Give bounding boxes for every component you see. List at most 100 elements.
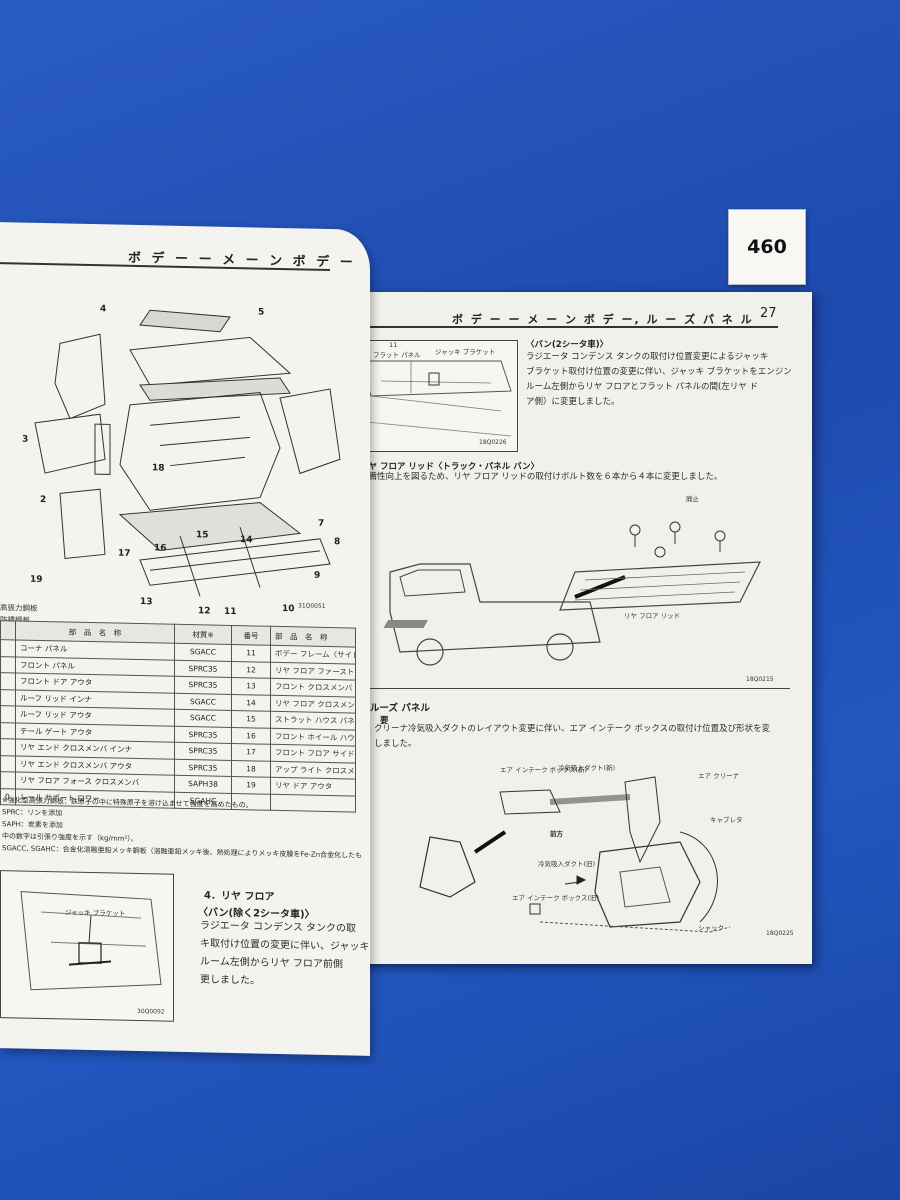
callout-8: 8 [334, 537, 341, 548]
callout-15: 15 [196, 530, 209, 541]
rear-floor-lid-body: 整備性向上を図るため、リヤ フロア リッドの取付けボルト数を６本から４本に変更し… [360, 472, 723, 482]
table-header: 部 品 名 称 [270, 626, 356, 648]
fig3-label-intake-new: エア インテーク ボックス(新) [500, 766, 588, 774]
callout-2: 2 [40, 494, 47, 506]
jack-bracket-drawing [355, 360, 512, 437]
fig2-code: 18Q0215 [746, 676, 774, 683]
callout-5: 5 [258, 307, 265, 318]
table-cell: 14 [231, 693, 271, 712]
callout-19: 19 [30, 574, 43, 586]
table-cell: SPRC35 [174, 758, 232, 777]
callout-18: 18 [152, 463, 165, 474]
callout-17: 17 [118, 548, 131, 559]
fig3-label-duct-old: 冷気吸入ダクト(旧) [538, 860, 596, 868]
fig3-label-air-cleaner: エア クリーナ [698, 772, 740, 780]
table-cell [0, 672, 16, 690]
table-cell: 19 [231, 776, 271, 794]
fig1-code: 18Q0226 [479, 439, 507, 446]
table-cell [0, 722, 16, 739]
table-cell: リヤ フロア クロスメンバ [270, 694, 356, 714]
rear-floor-drawing [20, 891, 162, 991]
callout-10: 10 [282, 604, 295, 615]
table-cell: 11 [231, 644, 271, 662]
table-cell: フロント フロア サイド メンバ [270, 744, 356, 763]
fig3-label-duct-new: 冷気吸入ダクト(新) [558, 764, 616, 772]
diagram-code: 31Q0051 [298, 602, 326, 610]
callout-4: 4 [100, 304, 107, 315]
van-line-3: ルーム左側からリヤ フロアとフラット パネルの間(左リヤ ド [526, 382, 758, 392]
table-cell: 16 [231, 726, 271, 745]
fig2-label-abolished: 廃止 [686, 495, 699, 503]
callout-7: 7 [318, 518, 325, 529]
table-cell [0, 705, 16, 723]
fig1-label-flat-panel: フラット パネル [373, 351, 421, 359]
callout-13: 13 [140, 597, 153, 608]
left-page: ボ デ ー ー メ ー ン ボ デ ー 4 5 3 18 2 7 8 17 16… [0, 222, 370, 1056]
fig1-label-jack-bracket: ジャッキ ブラケット [435, 348, 496, 356]
table-cell: リヤ ドア アウタ [270, 777, 356, 796]
table-cell: SPRC35 [174, 725, 232, 744]
right-page-number: 27 [760, 306, 777, 321]
section4-title: 4．リヤ フロア [204, 890, 275, 903]
fig3-label-carburetor: キャブレタ [710, 816, 743, 824]
van-line-1: ラジエータ コンデンス タンクの取付け位置変更によるジャッキ [526, 352, 769, 362]
callout-9: 9 [314, 570, 321, 581]
fig3-label-forward: 前方 [550, 830, 563, 838]
table-cell [0, 639, 16, 657]
table-cell: ボデー フレーム〈サイド メンバ〉 [270, 645, 356, 664]
table-cell: SGACC [174, 643, 232, 661]
loose-panel-sub: 要 [380, 716, 389, 726]
section4-body: ラジエータ コンデンス タンクの取 キ取付け位置の変更に伴い、ジャッキ ルーム左… [200, 917, 368, 993]
loose-panel-title: ルーズ パネル [370, 703, 430, 714]
exploded-body-diagram [34, 309, 341, 597]
rear-floor-lid-title: リヤ フロア リッド〈トラック・パネル バン〉 [360, 462, 540, 472]
fig4-label-jack-bracket: ジャッキ ブラケット [65, 908, 126, 918]
table-cell: SAPH38 [174, 775, 232, 793]
table-cell: SPRC35 [174, 659, 232, 678]
table-cell [0, 656, 16, 673]
callout-14: 14 [240, 535, 253, 546]
fig3-code: 18Q0225 [766, 930, 794, 937]
van-2seat-title: 〈バン(2シータ車)〉 [526, 340, 609, 350]
callout-16: 16 [154, 543, 167, 554]
table-cell [0, 755, 16, 772]
table-cell: フロント ホイール ハウス [270, 727, 356, 747]
right-page-header: ボ デ ー ー メ ー ン ボ デ ー, ル ー ズ パ ネ ル [452, 313, 754, 326]
fig4-code: 30Q0092 [137, 1007, 165, 1016]
table-cell: 17 [231, 743, 271, 761]
table-cell: 12 [231, 660, 271, 679]
air-intake-drawing [419, 776, 731, 933]
fig2-label-rear-floor-lid: リヤ フロア リッド [624, 612, 681, 620]
table-cell: SGACC [174, 709, 232, 727]
table-header: 番号 [231, 625, 271, 646]
notes-block: ※強化型高張力鋼板：鉄原子の中に特殊原子を溶け込ませて強度を高めたもの。 SPR… [2, 794, 362, 862]
van-line-4: ア側）に変更しました。 [526, 397, 620, 407]
legend-high-tensile: 高張力鋼板 [0, 603, 38, 613]
van-line-2: ブラケット取付け位置の変更に伴い、ジャッキ ブラケットをエンジン [526, 367, 792, 377]
air-intake-figure: エア インテーク ボックス(新) 冷気吸入ダクト(新) エア クリーナ キャブレ… [380, 762, 800, 942]
loose-line-1: クリーナ冷気吸入ダクトのレイアウト変更に伴い、エア インテーク ボックスの取付け… [374, 724, 771, 734]
table-cell [0, 738, 16, 756]
table-cell: 15 [231, 710, 271, 728]
table-cell: ストラット ハウス パネル [270, 711, 356, 730]
callout-11: 11 [224, 606, 237, 618]
table-cell: アップ ライト クロスメンバ [270, 760, 356, 780]
right-page: ボ デ ー ー メ ー ン ボ デ ー, ル ー ズ パ ネ ル 27 11 フ… [340, 292, 812, 964]
item-number: 460 [747, 236, 787, 258]
rear-floor-figure: ジャッキ ブラケット 30Q0092 [0, 870, 174, 1022]
table-cell: SGACC [174, 692, 232, 711]
fig3-label-intake-old: エア インテーク ボックス(旧) [512, 894, 600, 902]
callout-3: 3 [22, 434, 29, 445]
jack-bracket-figure: 11 フラット パネル ジャッキ ブラケット 18Q0226 [350, 340, 518, 452]
table-cell [0, 771, 16, 789]
truck-drawing [383, 521, 761, 666]
table-cell [0, 689, 16, 706]
table-cell: SPRC35 [174, 676, 232, 694]
table-cell: リヤ フロア ファースト クロスメンバ [270, 661, 356, 681]
table-cell: SPRC35 [174, 742, 232, 760]
van-2seat-body: ラジエータ コンデンス タンクの取付け位置変更によるジャッキ ブラケット取付け位… [526, 350, 806, 410]
fig3-label-shack: シャック [698, 924, 724, 932]
rear-floor-lid-figure: 廃止 リヤ フロア リッド 18Q0215 [360, 492, 790, 689]
table-cell: 18 [231, 759, 271, 778]
